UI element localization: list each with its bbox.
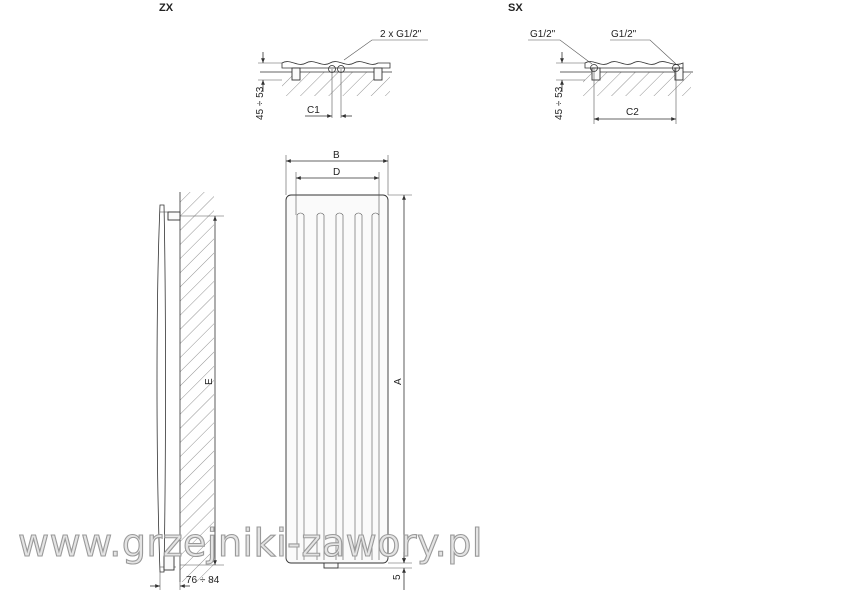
sx-title: SX [508,2,523,14]
side-bracket-top [167,211,181,221]
front-channel-1 [296,212,305,560]
side-wall [180,192,214,582]
side-radiator-profile [156,204,166,573]
sx-spacing-label: C2 [626,107,639,118]
side-view: E 76 ÷ 84 [150,192,224,590]
watermark-text: www.grzejniki-zawory.pl [18,521,483,565]
sx-radiator-profile [584,61,684,69]
front-connector [323,562,339,569]
sx-depth-label: 45 ÷ 53 [554,86,565,120]
sx-top-view: SX G1/2" G1/2" 45 ÷ 53 C2 [508,2,693,124]
front-height-label: A [393,378,404,385]
sx-wall [583,72,691,96]
zx-bracket-left [291,67,301,81]
zx-bracket-right [373,67,383,81]
side-bracket-bottom [163,555,175,571]
front-width-label: B [333,150,340,161]
front-channel-4 [354,212,363,560]
zx-depth-label: 45 ÷ 53 [255,86,266,120]
zx-spacing-label: C1 [307,105,320,116]
sx-bracket-right [674,67,684,81]
front-bottom-label: 5 [392,574,403,580]
zx-title: ZX [159,2,174,14]
zx-connection-label: 2 x G1/2" [380,29,422,40]
front-channel-5 [371,212,380,560]
sx-connection-right-label: G1/2" [611,29,637,40]
side-depth-label: 76 ÷ 84 [186,575,220,586]
side-height-label: E [204,378,215,385]
front-channel-3 [335,212,344,560]
front-radiator-body [285,194,389,564]
zx-top-view: ZX 2 x G1/2" 45 ÷ 53 C1 [159,2,428,120]
sx-connection-left-label: G1/2" [530,29,556,40]
front-inner-width-label: D [333,167,340,178]
zx-radiator-profile [281,61,391,69]
front-view: B D A 5 [285,150,412,590]
front-channel-2 [316,212,325,560]
sx-bracket-left [591,67,601,81]
